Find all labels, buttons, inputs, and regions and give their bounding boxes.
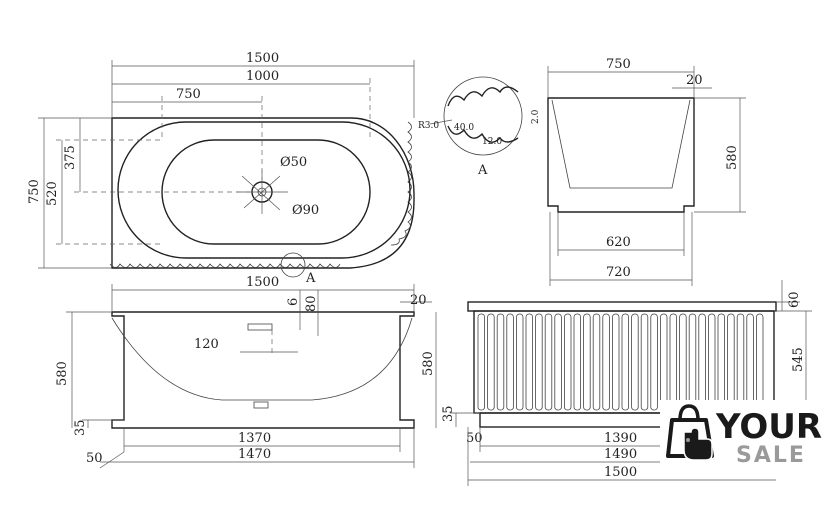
panel-foot-label: 35 (441, 405, 456, 422)
detail-radius-label: R3.0 (418, 121, 439, 131)
panel-flute (746, 313, 754, 411)
panel-flute (564, 313, 572, 411)
overflow-outlet (247, 323, 273, 331)
panel-flute (506, 313, 514, 411)
panel-top-lip (467, 301, 777, 312)
end-width-label: 750 (606, 57, 631, 72)
detail-edge-label: 2.0 (531, 109, 541, 124)
top-view-basin (161, 139, 371, 245)
detail-a-label: A (477, 163, 488, 178)
panel-base-length-label: 1490 (604, 447, 637, 462)
shopping-bag-hand-icon (666, 404, 714, 461)
front-view: 120 6 80 1500 20 580 580 35 1370 1470 50 (55, 275, 437, 469)
drain-wall-label: 375 (63, 145, 78, 170)
detail-a-view: R3.0 40.0 12.0 2.0 A (418, 76, 541, 178)
front-outer-base-label: 1470 (238, 447, 271, 462)
panel-flute (708, 313, 716, 411)
overflow-width-label: 120 (194, 337, 219, 352)
panel-height-label: 545 (791, 347, 806, 372)
front-view-basin (111, 317, 413, 401)
panel-flute (660, 313, 668, 411)
panel-flute (583, 313, 591, 411)
detail-flute-width-label: 40.0 (454, 123, 474, 133)
logo-word-sale: SALE (736, 443, 806, 468)
end-base-inner-label: 620 (606, 235, 631, 250)
panel-flute (544, 313, 553, 411)
panel-flute (756, 313, 764, 411)
inner-width-label: 520 (45, 181, 60, 206)
panel-flute (621, 313, 629, 411)
panel-flute (592, 313, 601, 411)
end-view: 750 20 580 620 720 (547, 57, 746, 286)
drain-outlet (253, 401, 269, 409)
top-view-outline (111, 117, 415, 269)
panel-end-gap-label: 50 (466, 431, 483, 446)
panel-flute (477, 313, 485, 411)
panel-flute (736, 313, 745, 411)
panel-flute (727, 313, 735, 411)
panel-flute (573, 313, 581, 411)
panel-flute (487, 313, 495, 411)
panel-flute (496, 313, 505, 411)
top-view-rim (117, 121, 411, 259)
front-height-outer-label: 580 (421, 351, 436, 376)
panel-overall-length-label: 1500 (604, 465, 637, 480)
panel-flute (535, 313, 543, 411)
panel-flute (631, 313, 639, 411)
front-view-outline (111, 311, 415, 429)
panel-flute (688, 313, 697, 411)
front-foot-label: 35 (73, 419, 88, 436)
end-height-label: 580 (725, 145, 740, 170)
panel-top-lip-label: 60 (787, 291, 802, 308)
panel-flute (602, 313, 610, 411)
end-view-outline (547, 97, 695, 213)
panel-flutes (477, 313, 764, 411)
drain-offset-long-label: 1000 (246, 69, 279, 84)
top-length-label: 1500 (246, 51, 279, 66)
logo-word-your: YOUR (715, 407, 822, 447)
panel-flute (612, 313, 620, 411)
panel-length-label: 1390 (604, 431, 637, 446)
overflow-diameter-label: Ø90 (292, 203, 319, 218)
detail-a-marker-label: A (305, 271, 316, 286)
end-view-inner (551, 99, 691, 189)
front-base-length-label: 1370 (238, 431, 271, 446)
overflow-gap-label: 6 (286, 298, 301, 306)
top-width-label: 750 (27, 179, 42, 204)
end-base-outer-label: 720 (606, 265, 631, 280)
detail-flute-depth-label: 12.0 (482, 137, 502, 147)
panel-flute (554, 313, 562, 411)
panel-flute (679, 313, 687, 411)
overflow-top-label: 80 (304, 295, 319, 312)
panel-flute (650, 313, 658, 411)
panel-flute (640, 313, 649, 411)
panel-flute (516, 313, 524, 411)
detail-a-marker (280, 252, 306, 278)
drain-offset-short-label: 750 (176, 87, 201, 102)
detail-a-circle (443, 76, 523, 156)
panel-flute (525, 313, 533, 411)
front-end-gap-label: 50 (86, 451, 103, 466)
top-view-flutes (109, 121, 412, 268)
panel-view: 60 545 35 50 1390 1490 1500 (441, 280, 812, 486)
top-view: Ø50 Ø90 A 1500 1000 750 750 520 375 (27, 51, 415, 286)
detail-a-profile (447, 86, 519, 143)
end-rim-label: 20 (686, 73, 703, 88)
your-sale-logo: YOUR SALE (660, 400, 840, 472)
front-length-label: 1500 (246, 275, 279, 290)
drain-diameter-label: Ø50 (280, 155, 307, 170)
panel-body (473, 310, 775, 414)
panel-flute (669, 313, 677, 411)
panel-flute (698, 313, 706, 411)
front-rim-label: 20 (410, 293, 427, 308)
front-height-inner-label: 580 (55, 361, 70, 386)
panel-flute (717, 313, 725, 411)
